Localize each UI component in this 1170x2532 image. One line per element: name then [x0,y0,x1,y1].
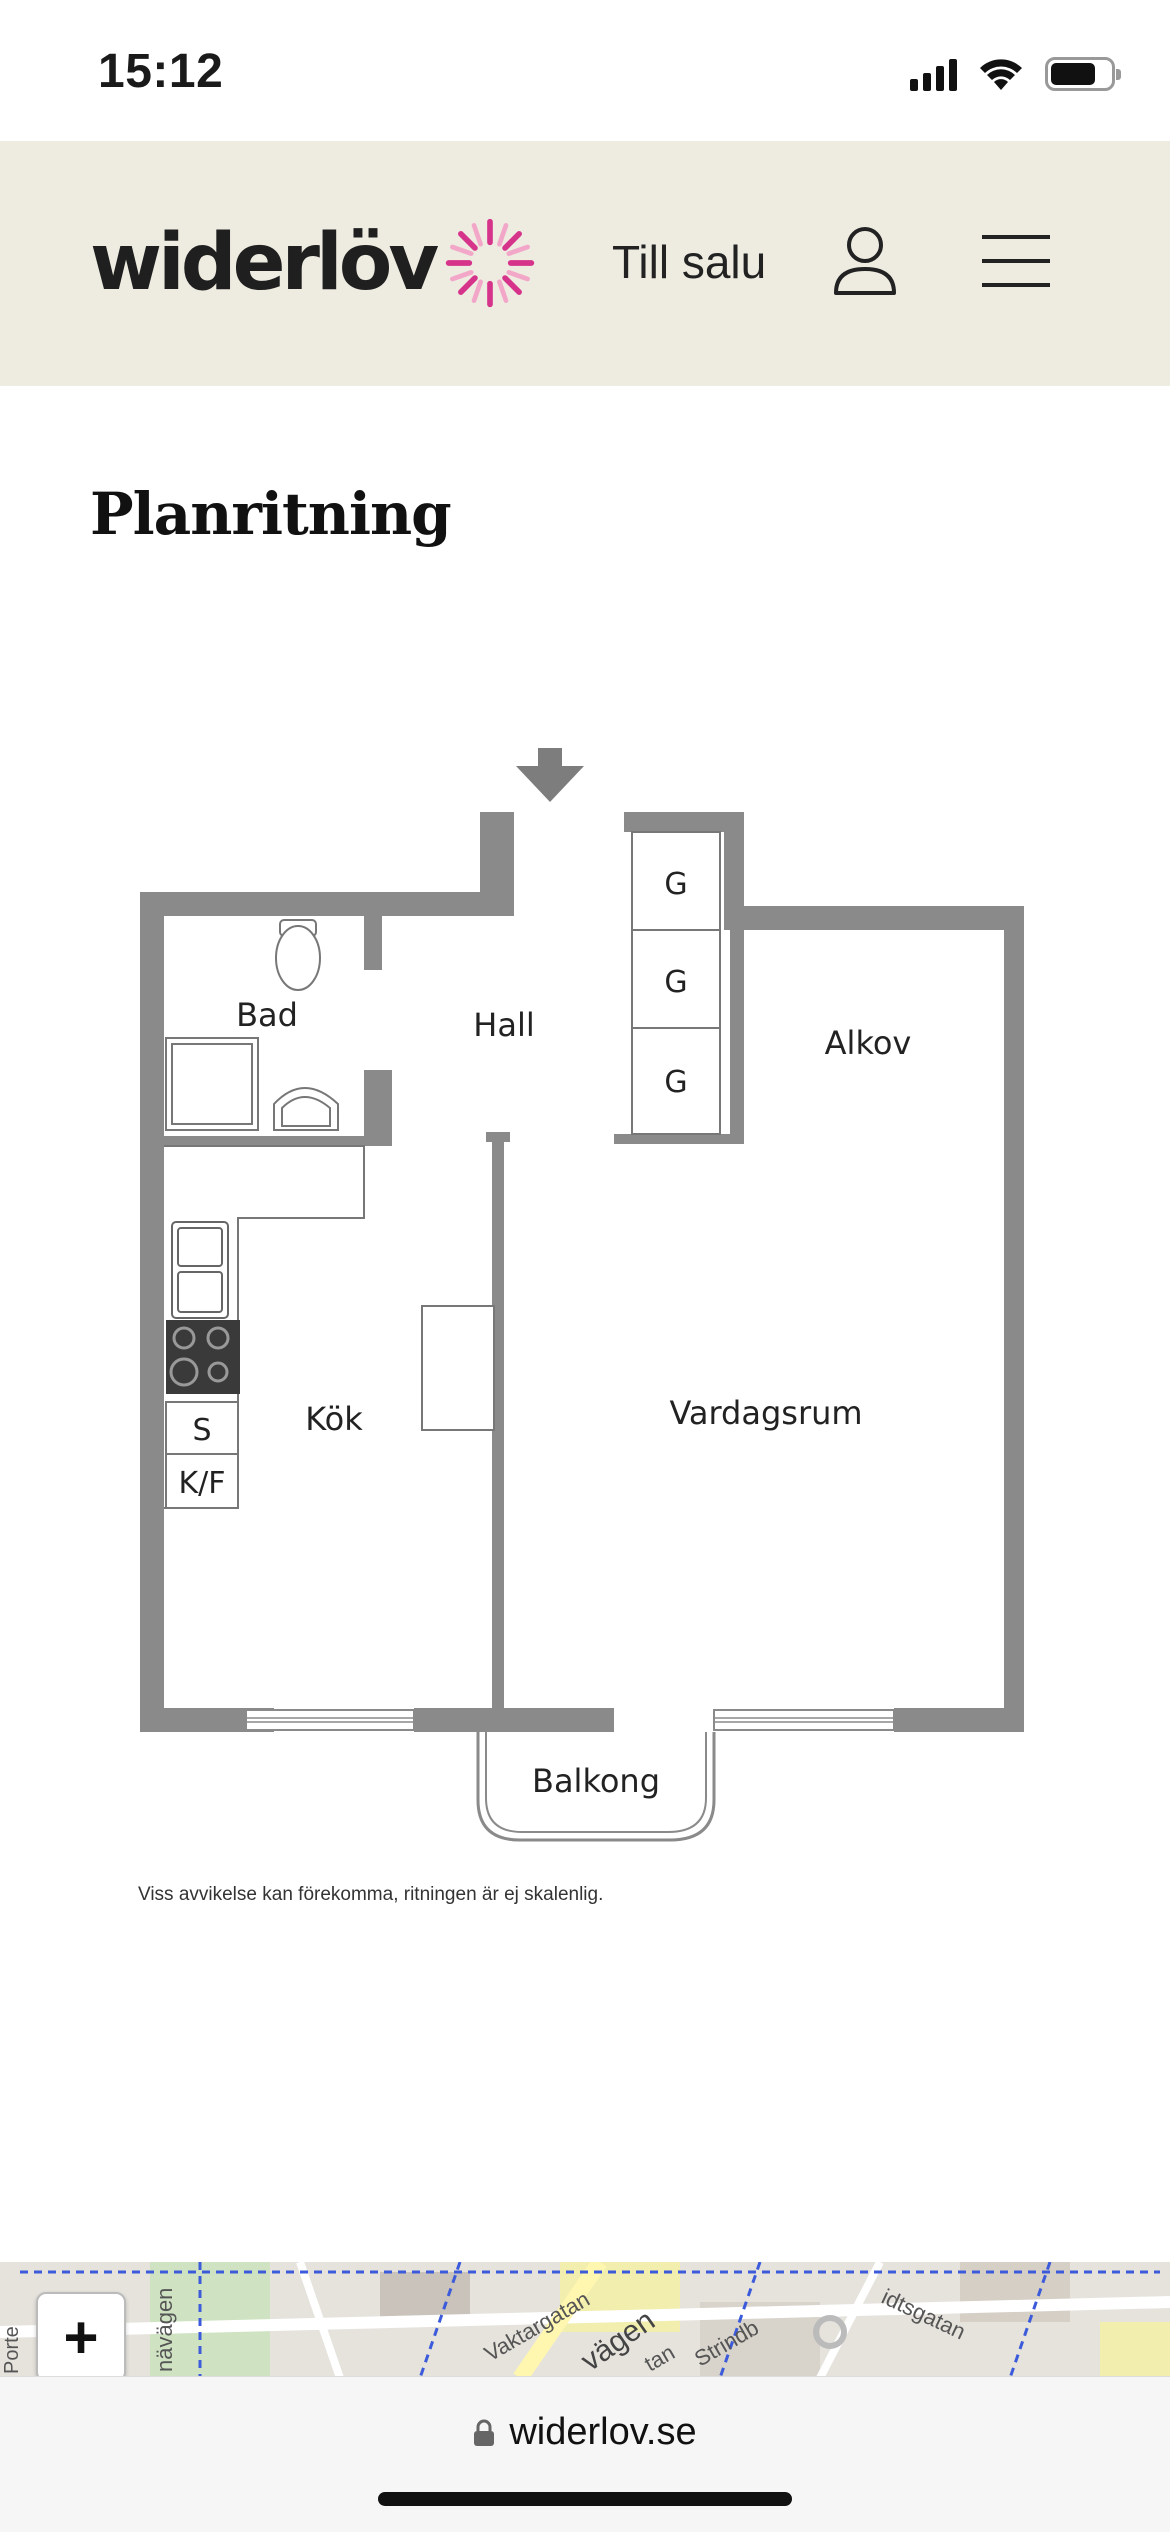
logo[interactable]: widerlöv [90,213,537,313]
nav-link-till-salu[interactable]: Till salu [612,236,767,288]
lock-icon [474,2419,495,2446]
room-label-vardagsrum: Vardagsrum [669,1394,862,1432]
logo-text: widerlöv [90,218,439,308]
closet-label: G [664,965,687,1000]
exterior-walls [140,812,1024,1732]
user-icon[interactable] [830,223,900,297]
logo-mark-icon [445,218,535,308]
closet-label: G [664,1065,687,1100]
signal-icon [910,57,957,91]
browser-address-bar[interactable]: widerlov.se [0,2376,1170,2532]
map[interactable]: Vaktargatan vägen Strindb idtsgatan tan … [0,2262,1170,2378]
closet-units [631,831,721,1135]
kitchen-sink-icon [171,1221,229,1319]
stove-icon [166,1320,240,1394]
status-icons [910,52,1121,96]
room-label-hall: Hall [473,1006,534,1044]
home-indicator[interactable] [378,2492,792,2506]
toilet-icon [275,919,321,991]
room-label-kok: Kök [305,1400,363,1438]
balcony-outline [476,1732,716,1842]
url-text[interactable]: widerlov.se [509,2411,697,2453]
battery-icon [1045,57,1121,91]
site-header: widerlöv Till [0,141,1170,386]
shower-icon [165,1037,259,1131]
page-title: Planritning [90,480,452,548]
room-label-balkong: Balkong [532,1762,660,1800]
floorplan[interactable]: G G G S K/F Bad Hall Alkov Kök Vardagsru… [110,730,1070,1920]
map-street-label: Porte [1,2326,23,2374]
map-street-label: nävägen [152,2288,177,2372]
wifi-icon [980,59,1022,90]
map-tiles[interactable]: Vaktargatan vägen Strindb idtsgatan tan … [0,2262,1170,2378]
room-label-alkov: Alkov [825,1024,912,1062]
menu-icon[interactable] [980,231,1052,291]
room-label-bad: Bad [236,996,298,1034]
appliance-label-kf: K/F [178,1466,225,1501]
windows [245,1709,895,1731]
status-bar: 15:12 [0,0,1170,141]
floorplan-disclaimer: Viss avvikelse kan förekomma, ritningen … [138,1884,604,1905]
closet-label: G [664,867,687,902]
entrance-arrow-icon [516,748,584,802]
url-container[interactable]: widerlov.se [0,2411,1170,2454]
kitchen-table [421,1305,495,1431]
sink-icon [273,1087,339,1131]
status-time: 15:12 [98,45,224,98]
map-zoom-in-button[interactable]: + [36,2292,126,2378]
appliance-label-s: S [192,1413,211,1448]
